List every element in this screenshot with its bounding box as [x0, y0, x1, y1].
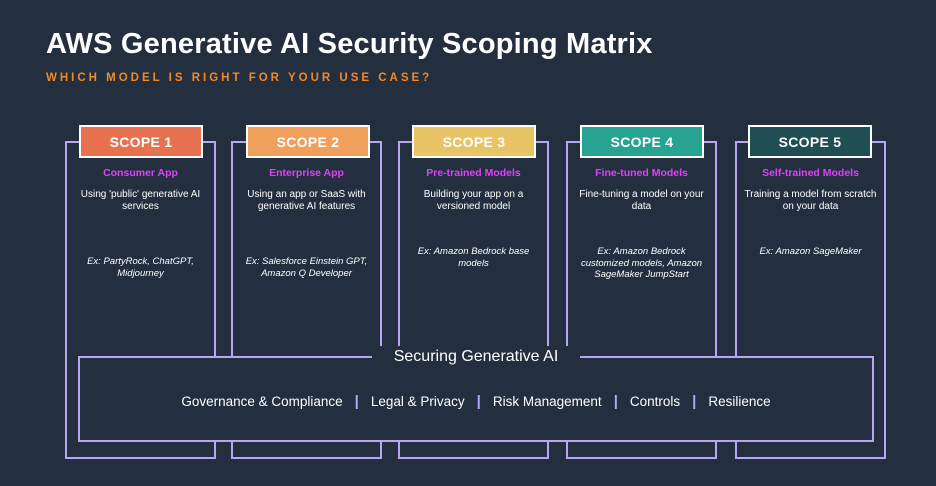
pillar-separator: | [476, 393, 481, 410]
scope-4-name: Fine-tuned Models [595, 167, 688, 179]
scope-3-name: Pre-trained Models [426, 167, 521, 179]
pillar-legal-privacy: Legal & Privacy [370, 394, 465, 409]
scope-5-example: Ex: Amazon SageMaker [759, 246, 862, 257]
pillar-governance-compliance: Governance & Compliance [181, 394, 343, 409]
scope-1-example: Ex: PartyRock, ChatGPT, Midjourney [87, 256, 194, 279]
pillar-controls: Controls [629, 394, 681, 409]
pillar-separator: | [692, 393, 697, 410]
scope-1-name: Consumer App [103, 167, 178, 179]
scope-2-badge: SCOPE 2 [246, 125, 370, 158]
pillar-risk-management: Risk Management [492, 394, 602, 409]
scope-4-example: Ex: Amazon Bedrock customized models, Am… [580, 246, 703, 280]
securing-genai-title: Securing Generative AI [372, 346, 580, 368]
scope-4-badge: SCOPE 4 [580, 125, 704, 158]
scope-3-badge: SCOPE 3 [412, 125, 536, 158]
security-pillars: Governance & Compliance | Legal & Privac… [78, 393, 874, 410]
scope-4-description: Fine-tuning a model on your data [579, 189, 704, 212]
scope-2-example: Ex: Salesforce Einstein GPT, Amazon Q De… [245, 256, 368, 279]
scope-5-description: Training a model from scratch on your da… [744, 189, 877, 212]
scope-2-description: Using an app or SaaS with generative AI … [247, 189, 366, 212]
page-subtitle: WHICH MODEL IS RIGHT FOR YOUR USE CASE? [46, 72, 433, 84]
pillar-resilience: Resilience [708, 394, 771, 409]
scope-5-name: Self-trained Models [762, 167, 859, 179]
page-title: AWS Generative AI Security Scoping Matri… [46, 28, 653, 60]
scope-2-name: Enterprise App [269, 167, 344, 179]
pillar-separator: | [354, 393, 359, 410]
scope-5-badge: SCOPE 5 [748, 125, 872, 158]
scope-1-badge: SCOPE 1 [79, 125, 203, 158]
scope-3-example: Ex: Amazon Bedrock base models [417, 246, 530, 269]
scope-1-description: Using 'public' generative AI services [80, 189, 201, 212]
pillar-separator: | [613, 393, 618, 410]
scope-3-description: Building your app on a versioned model [423, 189, 524, 212]
